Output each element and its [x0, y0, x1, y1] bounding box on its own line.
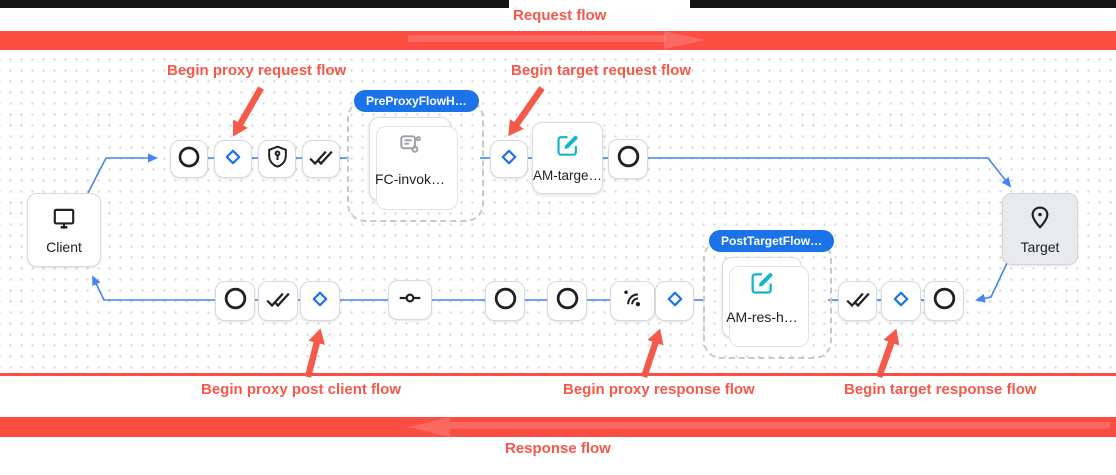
policy-node-am-target[interactable]: AM-targe…: [532, 122, 603, 194]
request-flow-arrow-shaft: [408, 35, 666, 42]
verify-key-shield-icon: [265, 144, 290, 174]
post-target-badge-label: PostTargetFlow…: [721, 234, 823, 248]
location-pin-icon: [1027, 204, 1053, 236]
client-label: Client: [46, 239, 82, 255]
step-node-response-done-all-2[interactable]: [838, 281, 877, 321]
annotation-begin-proxy-request: Begin proxy request flow: [167, 62, 347, 79]
condition-diamond-icon: [309, 288, 331, 315]
fc-invoke-label: FC-invok…: [374, 170, 445, 187]
step-node-response-circle-4[interactable]: [924, 281, 964, 321]
target-endpoint[interactable]: Target: [1002, 193, 1078, 265]
policy-node-fc-invoke[interactable]: FC-invok…: [369, 117, 458, 210]
circle-step-icon: [554, 285, 581, 317]
am-target-label: AM-targe…: [532, 168, 603, 183]
flow-canvas: [0, 50, 1116, 373]
flow-callout-icon: [397, 132, 423, 163]
circle-step-icon: [931, 285, 958, 317]
step-node-proxy-request-condition[interactable]: [214, 140, 252, 178]
circle-step-icon: [222, 285, 249, 317]
monitor-icon: [50, 205, 78, 236]
step-node-sensors[interactable]: [610, 281, 655, 321]
step-node-done-all[interactable]: [302, 140, 340, 178]
step-node-response-circle-3[interactable]: [547, 281, 587, 321]
step-node-target-circle[interactable]: [608, 139, 648, 179]
target-label: Target: [1020, 238, 1060, 255]
step-node-target-request-condition[interactable]: [490, 140, 528, 178]
step-node-target-response-condition[interactable]: [881, 281, 921, 321]
response-flow-banner-label: Response flow: [505, 440, 611, 457]
policy-node-am-response[interactable]: AM-res-h…: [722, 257, 809, 347]
circle-step-icon: [176, 144, 202, 175]
annotation-begin-target-response: Begin target response flow: [844, 381, 1037, 398]
edit-square-icon: [555, 133, 580, 163]
response-flow-arrow-shaft: [450, 421, 1110, 429]
done-all-icon: [308, 144, 334, 175]
commit-icon: [397, 285, 423, 316]
step-node-response-circle-1[interactable]: [215, 281, 255, 321]
annotation-begin-proxy-post-client: Begin proxy post client flow: [201, 381, 402, 398]
request-flow-arrow-head: [664, 31, 706, 49]
request-flow-banner-label: Request flow: [509, 0, 690, 31]
step-node-proxy-response-condition[interactable]: [655, 281, 694, 321]
request-flow-bar: [0, 31, 1116, 50]
condition-diamond-icon: [890, 288, 912, 315]
step-node-request-circle[interactable]: [170, 140, 208, 178]
step-node-response-circle-2[interactable]: [485, 281, 525, 321]
step-node-commit[interactable]: [388, 280, 432, 320]
circle-step-icon: [492, 285, 519, 317]
canvas-bottom-border: [0, 373, 1116, 376]
response-flow-arrow-head: [408, 417, 450, 437]
step-node-verify-key[interactable]: [258, 140, 296, 178]
done-all-icon: [265, 286, 291, 317]
sensors-icon: [620, 286, 645, 316]
am-response-label: AM-res-h…: [726, 309, 798, 325]
circle-step-icon: [615, 143, 642, 175]
response-flow-bar: [0, 417, 1116, 437]
request-flow-text: Request flow: [513, 7, 607, 24]
client-endpoint[interactable]: Client: [27, 193, 101, 267]
done-all-icon: [845, 286, 871, 317]
condition-diamond-icon: [664, 288, 686, 315]
annotation-begin-target-request: Begin target request flow: [511, 62, 692, 79]
condition-diamond-icon: [222, 146, 244, 173]
annotation-begin-proxy-response: Begin proxy response flow: [563, 381, 755, 398]
pre-proxy-flow-hook-badge[interactable]: PreProxyFlowH…: [354, 90, 479, 112]
step-node-response-done-all-1[interactable]: [258, 281, 298, 321]
step-node-post-client-condition[interactable]: [300, 281, 340, 321]
edit-square-icon: [749, 270, 775, 301]
pre-proxy-badge-label: PreProxyFlowH…: [366, 94, 467, 108]
post-target-flow-hook-badge[interactable]: PostTargetFlow…: [709, 230, 835, 252]
condition-diamond-icon: [498, 146, 520, 173]
